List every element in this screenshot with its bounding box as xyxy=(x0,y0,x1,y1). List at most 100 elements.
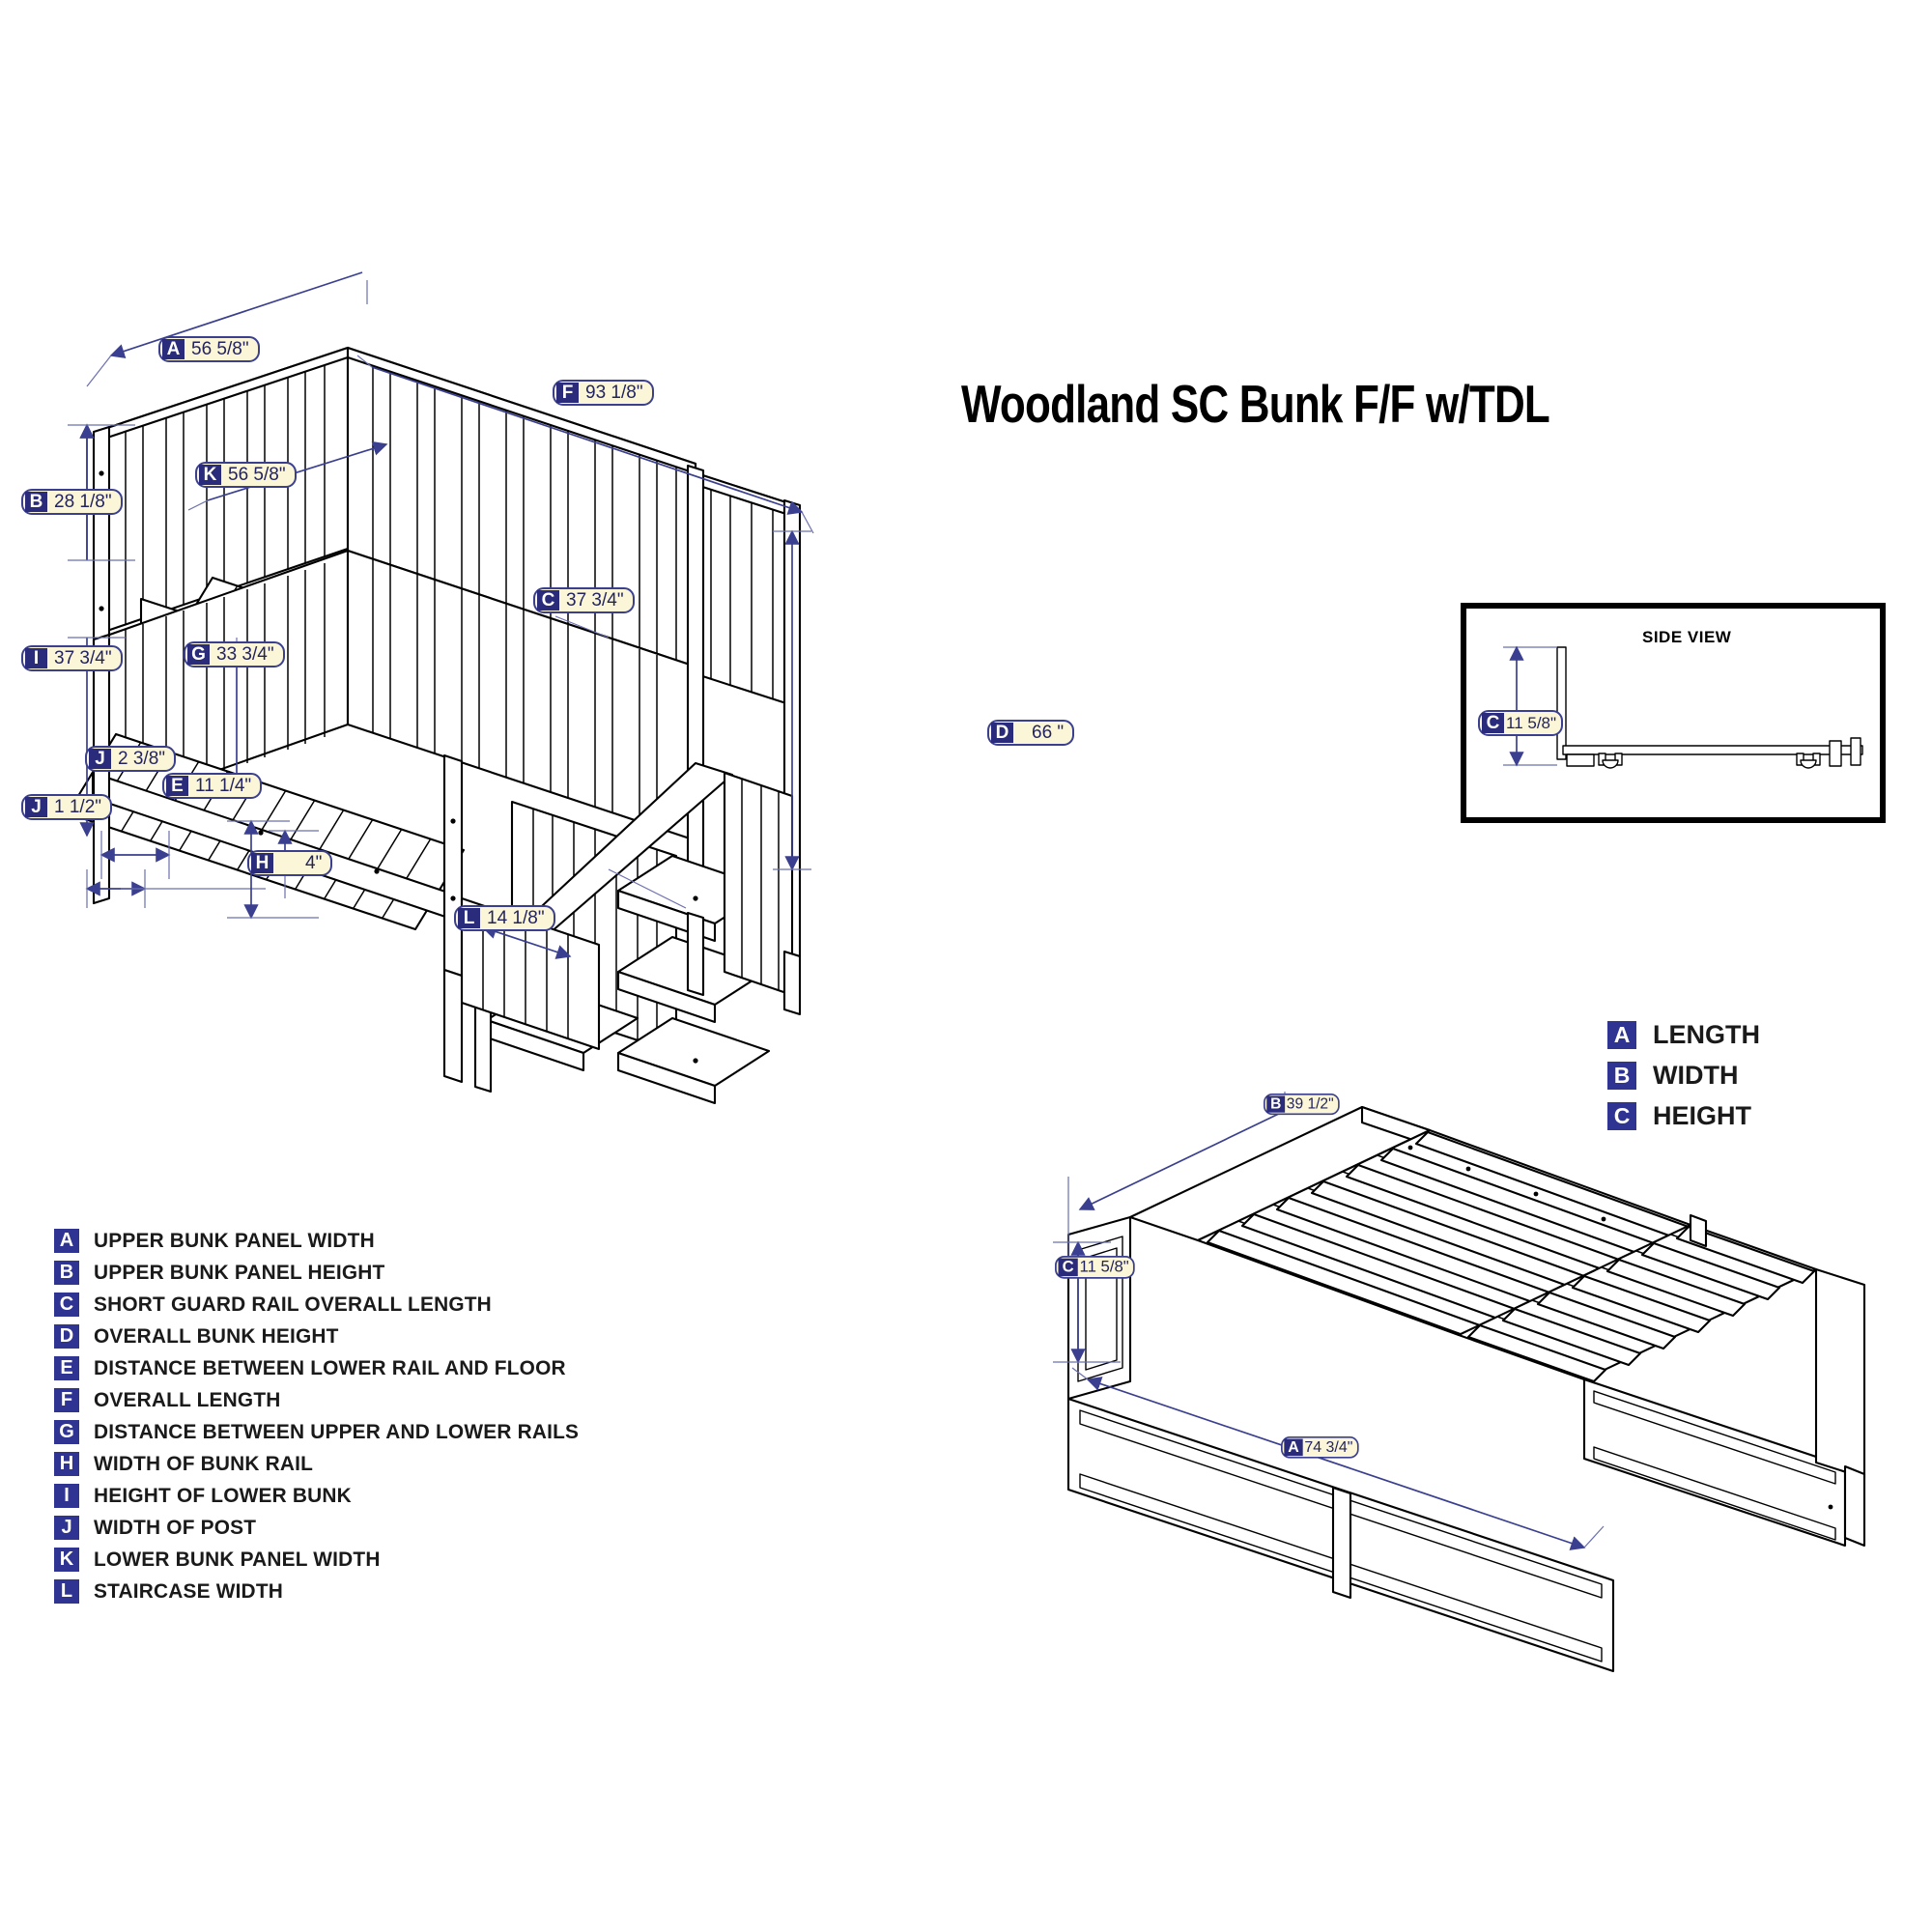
callout-value: 2 3/8" xyxy=(118,749,166,769)
legend-label: OVERALL BUNK HEIGHT xyxy=(94,1324,339,1348)
side-view-title: SIDE VIEW xyxy=(1642,628,1732,646)
trundle-slat-deck xyxy=(1196,1128,1692,1339)
callout-letter: B xyxy=(1266,1095,1286,1113)
legend-list: A UPPER BUNK PANEL WIDTH B UPPER BUNK PA… xyxy=(54,1225,594,1607)
legend-letter-badge: A xyxy=(54,1229,79,1253)
legend-label: WIDTH OF BUNK RAIL xyxy=(94,1452,314,1475)
legend-letter-badge: L xyxy=(54,1579,79,1604)
legend-letter-badge: J xyxy=(54,1516,79,1540)
dimension-key-item-b: B WIDTH xyxy=(1607,1055,1760,1095)
bunk-bed-isometric-drawing xyxy=(66,346,802,1105)
callout-trundle-b-width: B 39 1/2" xyxy=(1264,1094,1340,1116)
callout-letter: A xyxy=(1284,1438,1303,1457)
side-view-drawing xyxy=(1503,645,1863,769)
callout-value: 1 1/2" xyxy=(54,797,102,817)
legend-item-h: H WIDTH OF BUNK RAIL xyxy=(54,1448,594,1480)
callout-letter: A xyxy=(162,339,185,359)
callout-g-upper-lower-rails: G 33 3/4" xyxy=(184,641,285,668)
caster-right xyxy=(1796,753,1821,769)
dimension-key-label: WIDTH xyxy=(1653,1060,1739,1090)
callout-value: 11 1/4" xyxy=(195,776,252,796)
callout-value: 56 5/8" xyxy=(191,339,249,359)
legend-label: UPPER BUNK PANEL HEIGHT xyxy=(94,1261,385,1284)
legend-letter-badge: C xyxy=(54,1293,79,1317)
callout-letter: F xyxy=(556,383,579,403)
callout-letter: D xyxy=(991,723,1013,743)
callout-letter: I xyxy=(25,648,47,668)
callout-d-overall-bunk-height: D 66 " xyxy=(987,720,1075,746)
callout-letter: E xyxy=(166,776,188,796)
dimension-key-badge: B xyxy=(1607,1061,1636,1090)
callout-letter: H xyxy=(251,853,273,873)
legend-label: DISTANCE BETWEEN UPPER AND LOWER RAILS xyxy=(94,1420,580,1443)
legend-item-d: D OVERALL BUNK HEIGHT xyxy=(54,1321,594,1352)
callout-value: 39 1/2" xyxy=(1286,1095,1334,1113)
dimension-key-item-c: C HEIGHT xyxy=(1607,1095,1760,1136)
legend-item-f: F OVERALL LENGTH xyxy=(54,1384,594,1416)
bunk-dimension-lines xyxy=(68,271,814,959)
callout-letter: J xyxy=(89,749,111,769)
callout-side-view-c-height: C 11 5/8" xyxy=(1478,710,1564,736)
legend-item-g: G DISTANCE BETWEEN UPPER AND LOWER RAILS xyxy=(54,1416,594,1448)
front-leg xyxy=(442,968,464,1084)
legend-letter-badge: K xyxy=(54,1548,79,1572)
callout-c-short-guard-rail: C 37 3/4" xyxy=(533,587,635,613)
legend-letter-badge: B xyxy=(54,1261,79,1285)
legend-label: OVERALL LENGTH xyxy=(94,1388,281,1411)
legend-item-l: L STAIRCASE WIDTH xyxy=(54,1576,594,1607)
callout-value: 4" xyxy=(305,853,323,873)
legend-letter-badge: D xyxy=(54,1324,79,1349)
legend-item-a: A UPPER BUNK PANEL WIDTH xyxy=(54,1225,594,1257)
callout-j-post-width-1-1-2: J 1 1/2" xyxy=(21,794,113,820)
legend-item-b: B UPPER BUNK PANEL HEIGHT xyxy=(54,1257,594,1289)
callout-letter: K xyxy=(199,465,221,485)
callout-i-height-lower-bunk: I 37 3/4" xyxy=(21,645,123,671)
callout-letter: G xyxy=(187,644,210,665)
page-title: Woodland SC Bunk F/F w/TDL xyxy=(961,374,1550,434)
callout-value: 11 5/8" xyxy=(1079,1258,1129,1277)
callout-value: 14 1/8" xyxy=(487,908,545,928)
upper-bunk-back-panel xyxy=(346,346,697,668)
callout-value: 66 " xyxy=(1032,723,1065,743)
callout-l-staircase-width: L 14 1/8" xyxy=(454,905,555,931)
callout-value: 37 3/4" xyxy=(566,590,624,611)
callout-h-bunk-rail-width: H 4" xyxy=(247,850,333,876)
legend-label: DISTANCE BETWEEN LOWER RAIL AND FLOOR xyxy=(94,1356,566,1379)
callout-j-post-width-2-3-8: J 2 3/8" xyxy=(85,746,177,772)
dimension-key-badge: C xyxy=(1607,1101,1636,1130)
legend-label: STAIRCASE WIDTH xyxy=(94,1579,284,1603)
legend-item-c: C SHORT GUARD RAIL OVERALL LENGTH xyxy=(54,1289,594,1321)
callout-value: 93 1/8" xyxy=(585,383,643,403)
callout-e-lower-rail-floor: E 11 1/4" xyxy=(162,773,263,799)
legend-letter-badge: H xyxy=(54,1452,79,1476)
callout-value: 74 3/4" xyxy=(1304,1438,1353,1457)
callout-letter: C xyxy=(1058,1258,1078,1277)
legend-label: UPPER BUNK PANEL WIDTH xyxy=(94,1229,375,1252)
legend-label: SHORT GUARD RAIL OVERALL LENGTH xyxy=(94,1293,492,1316)
dimension-key-label: LENGTH xyxy=(1653,1019,1760,1049)
legend-label: LOWER BUNK PANEL WIDTH xyxy=(94,1548,381,1571)
dimension-key-item-a: A LENGTH xyxy=(1607,1014,1760,1055)
legend-item-k: K LOWER BUNK PANEL WIDTH xyxy=(54,1544,594,1576)
legend-label: HEIGHT OF LOWER BUNK xyxy=(94,1484,352,1507)
dimension-key-list: A LENGTH B WIDTH C HEIGHT xyxy=(1607,1014,1760,1136)
callout-trundle-c-height: C 11 5/8" xyxy=(1055,1256,1135,1279)
dimension-key-label: HEIGHT xyxy=(1653,1100,1752,1130)
caster-left xyxy=(1598,753,1623,769)
callout-letter: L xyxy=(458,908,480,928)
callout-value: 28 1/8" xyxy=(54,492,112,512)
callout-value: 56 5/8" xyxy=(228,465,286,485)
legend-letter-badge: I xyxy=(54,1484,79,1508)
callout-trundle-a-length: A 74 3/4" xyxy=(1281,1436,1359,1459)
legend-item-j: J WIDTH OF POST xyxy=(54,1512,594,1544)
callout-k-lower-panel-width: K 56 5/8" xyxy=(195,462,297,488)
dimension-key-badge: A xyxy=(1607,1020,1636,1049)
callout-b-upper-panel-height: B 28 1/8" xyxy=(21,489,123,515)
trundle-dimension-lines xyxy=(1053,1092,1605,1550)
callout-letter: C xyxy=(537,590,559,611)
callout-letter: J xyxy=(25,797,47,817)
legend-letter-badge: G xyxy=(54,1420,79,1444)
legend-item-e: E DISTANCE BETWEEN LOWER RAIL AND FLOOR xyxy=(54,1352,594,1384)
trundle-pullout-section xyxy=(1457,1223,1866,1548)
callout-value: 37 3/4" xyxy=(54,648,112,668)
